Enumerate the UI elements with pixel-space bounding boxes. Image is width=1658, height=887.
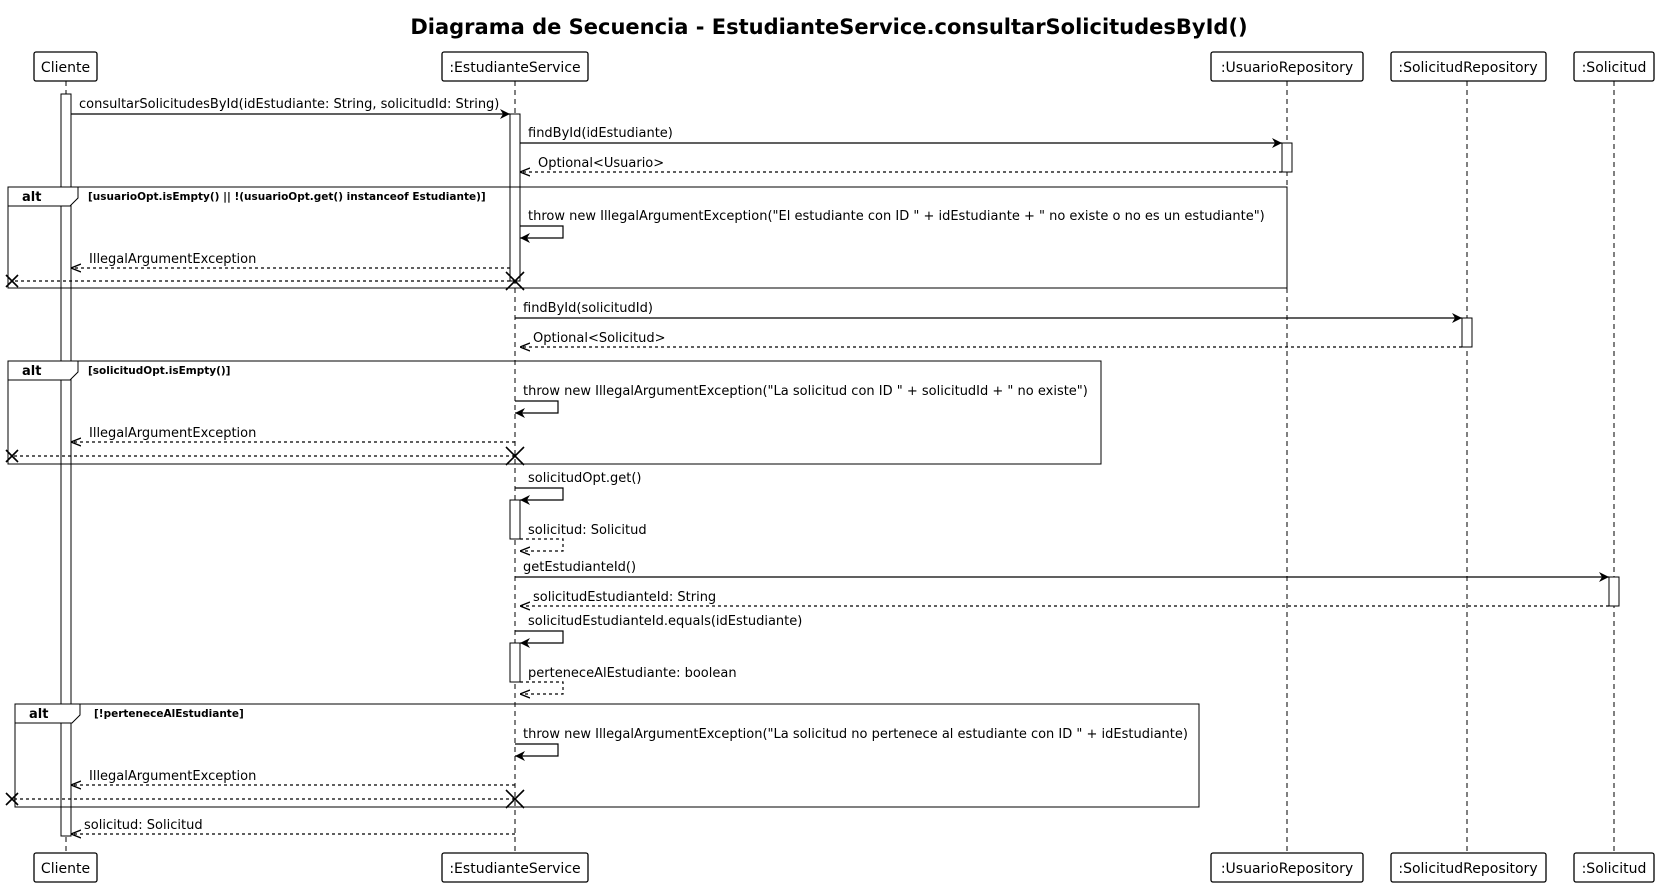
message-label: solicitudOpt.get() [528,471,642,486]
participant-cliente-bottom: Cliente [33,852,98,883]
participant-solicitud-bottom: :Solicitud [1573,852,1655,883]
message-label: findById(solicitudId) [523,301,653,316]
diagram-title: Diagrama de Secuencia - EstudianteServic… [410,15,1247,39]
participant-solicitud-repository-top: :SolicitudRepository [1390,51,1547,82]
participant-solicitud-top: :Solicitud [1573,51,1655,82]
alt-fragment-1: alt [usuarioOpt.isEmpty() || !(usuarioOp… [7,186,1288,289]
message-label: solicitud: Solicitud [528,523,647,538]
self-message-arrow [520,225,564,243]
destroy-x-icon [505,446,525,466]
participant-usuario-repository-bottom: :UsuarioRepository [1210,852,1364,883]
message-label: Optional<Solicitud> [533,331,666,346]
destroy-x-icon [5,449,19,463]
self-message-arrow [515,400,559,418]
self-message-arrow [515,743,559,761]
svg-text:alt: alt [22,190,41,205]
destroy-x-icon [505,271,525,291]
svg-text::EstudianteService: :EstudianteService [449,60,580,76]
self-return-arrow [520,538,564,551]
message-label: solicitudEstudianteId.equals(idEstudiant… [528,614,802,629]
participant-service-top: :EstudianteService [441,51,589,82]
activation-cliente [60,93,72,837]
message-labels: consultarSolicitudesById(idEstudiante: S… [79,97,1265,833]
activation-service-3 [509,642,521,683]
svg-text::SolicitudRepository: :SolicitudRepository [1398,861,1537,877]
message-label: consultarSolicitudesById(idEstudiante: S… [79,97,499,112]
svg-text:alt: alt [29,707,48,722]
svg-text::EstudianteService: :EstudianteService [449,861,580,877]
self-message-arrow [515,487,564,505]
message-label: throw new IllegalArgumentException("La s… [523,384,1088,399]
message-label: IllegalArgumentException [89,252,256,267]
message-label: throw new IllegalArgumentException("El e… [528,209,1265,224]
destroy-markers [5,271,525,809]
message-label: perteneceAlEstudiante: boolean [528,666,737,681]
svg-text:[usuarioOpt.isEmpty() || !(usu: [usuarioOpt.isEmpty() || !(usuarioOpt.ge… [88,191,486,203]
participant-service-bottom: :EstudianteService [441,852,589,883]
svg-text:[solicitudOpt.isEmpty()]: [solicitudOpt.isEmpty()] [88,365,230,377]
message-label: getEstudianteId() [523,560,636,575]
message-label: Optional<Usuario> [538,156,664,171]
destroy-x-icon [505,789,525,809]
destroy-x-icon [5,274,19,288]
activation-usuario-repository [1281,142,1293,173]
activation-solicitud-repository [1461,317,1473,348]
svg-text:Cliente: Cliente [41,861,90,877]
svg-text::UsuarioRepository: :UsuarioRepository [1221,861,1353,877]
activation-service-1 [509,113,521,282]
svg-text:Cliente: Cliente [41,60,90,76]
participant-cliente-top: Cliente [33,51,98,82]
svg-text::SolicitudRepository: :SolicitudRepository [1398,60,1537,76]
destroy-x-icon [5,792,19,806]
svg-text::Solicitud: :Solicitud [1582,861,1647,877]
participant-solicitud-repository-bottom: :SolicitudRepository [1390,852,1547,883]
message-label: throw new IllegalArgumentException("La s… [523,727,1188,742]
alt-fragment-2: alt [solicitudOpt.isEmpty()] [7,360,1102,465]
activation-service-2 [509,499,521,540]
svg-text::Solicitud: :Solicitud [1582,60,1647,76]
svg-text::UsuarioRepository: :UsuarioRepository [1221,60,1353,76]
messages [12,109,1609,834]
message-label: solicitud: Solicitud [84,818,203,833]
message-label: IllegalArgumentException [89,769,256,784]
svg-text:[!perteneceAlEstudiante]: [!perteneceAlEstudiante] [94,708,244,720]
participant-usuario-repository-top: :UsuarioRepository [1210,51,1364,82]
activation-bars [60,93,1620,837]
message-label: IllegalArgumentException [89,426,256,441]
message-label: solicitudEstudianteId: String [533,590,716,605]
self-message-arrow [515,630,564,648]
message-label: findById(idEstudiante) [528,126,673,141]
activation-solicitud [1608,576,1620,607]
svg-text:alt: alt [22,364,41,379]
self-return-arrow [520,681,564,694]
alt-fragment-3: alt [!perteneceAlEstudiante] [14,703,1200,808]
